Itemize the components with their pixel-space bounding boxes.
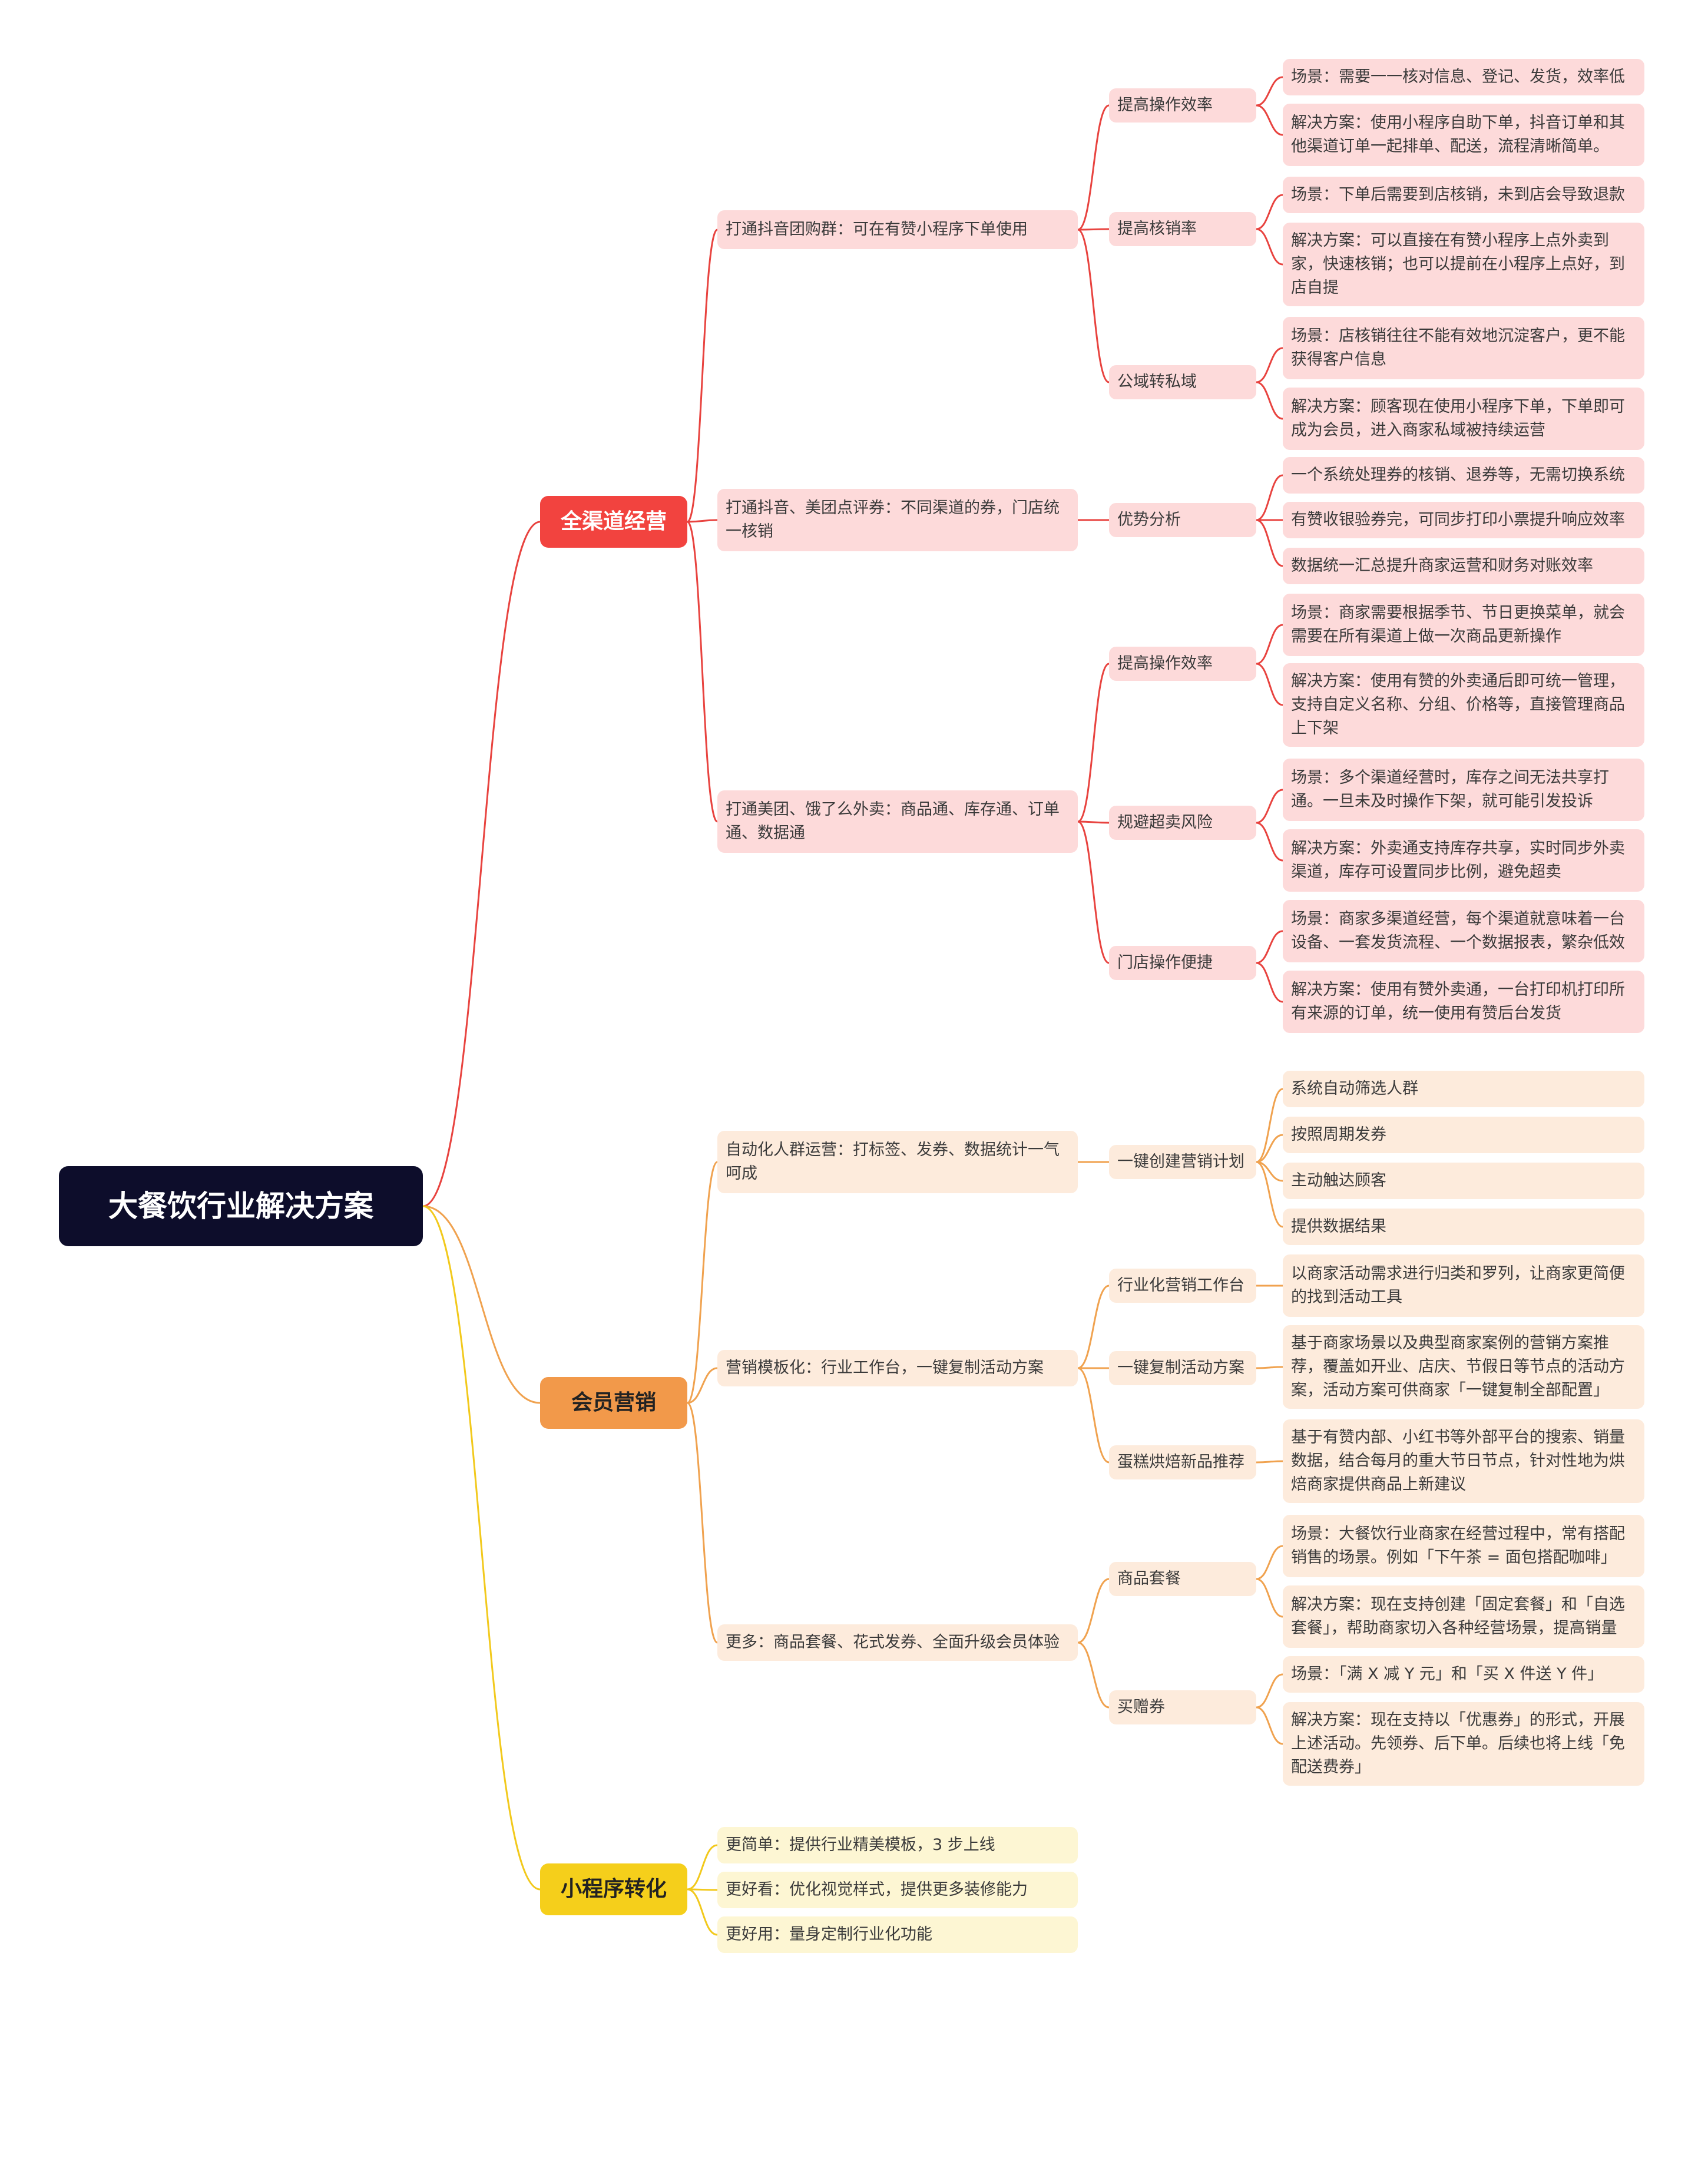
connector xyxy=(1077,104,1110,231)
item-easier: 更好用：量身定制行业化功能 xyxy=(717,1916,1078,1953)
sub-one-click-plan: 一键创建营销计划 xyxy=(1109,1145,1256,1179)
sub-efficiency-2: 提高操作效率 xyxy=(1109,647,1256,681)
connector xyxy=(1256,1545,1283,1580)
connector xyxy=(687,1402,718,1644)
item-takeaway: 打通美团、饿了么外卖：商品通、库存通、订单通、数据通 xyxy=(717,790,1078,853)
connector xyxy=(1256,1161,1283,1228)
leaf: 场景：店核销往往不能有效地沉淀客户，更不能获得客户信息 xyxy=(1283,317,1644,379)
leaf: 系统自动筛选人群 xyxy=(1283,1071,1644,1107)
connector xyxy=(1256,1706,1283,1745)
leaf: 基于商家场景以及典型商家案例的营销方案推荐，覆盖如开业、店庆、节假日等节点的活动… xyxy=(1283,1325,1644,1409)
connector xyxy=(1256,1673,1283,1709)
connector xyxy=(422,521,541,1207)
branch-miniprogram: 小程序转化 xyxy=(540,1863,687,1915)
sub-workbench: 行业化营销工作台 xyxy=(1109,1269,1256,1303)
leaf: 解决方案：顾客现在使用小程序下单，下单即可成为会员，进入商家私域被持续运营 xyxy=(1283,388,1644,450)
connector xyxy=(1256,1366,1283,1369)
sub-oversell: 规避超卖风险 xyxy=(1109,806,1256,840)
sub-bakery: 蛋糕烘焙新品推荐 xyxy=(1109,1445,1256,1479)
connector xyxy=(1256,663,1283,706)
leaf: 按照周期发券 xyxy=(1283,1117,1644,1153)
connector xyxy=(1256,624,1283,665)
sub-public-to-private: 公域转私域 xyxy=(1109,365,1256,399)
connector xyxy=(1256,1134,1283,1163)
connector xyxy=(422,1205,541,1891)
connector xyxy=(1256,962,1283,1003)
sub-efficiency: 提高操作效率 xyxy=(1109,88,1256,123)
connector xyxy=(1256,381,1283,420)
sub-advantage: 优势分析 xyxy=(1109,503,1256,537)
connector xyxy=(1256,930,1283,964)
item-coupons: 打通抖音、美团点评券：不同渠道的券，门店统一核销 xyxy=(717,489,1078,551)
leaf: 场景：大餐饮行业商家在经营过程中，常有搭配销售的场景。例如「下午茶 = 面包搭配… xyxy=(1283,1515,1644,1577)
connector xyxy=(687,1844,718,1891)
leaf: 以商家活动需求进行归类和罗列，让商家更简便的找到活动工具 xyxy=(1283,1254,1644,1317)
sub-combo: 商品套餐 xyxy=(1109,1562,1256,1596)
connector xyxy=(1077,1641,1110,1709)
connector xyxy=(1256,789,1283,824)
leaf: 场景：多个渠道经营时，库存之间无法共享打通。一旦未及时操作下架，就可能引发投诉 xyxy=(1283,759,1644,821)
leaf: 解决方案：使用小程序自助下单，抖音订单和其他渠道订单一起排单、配送，流程清晰简单… xyxy=(1283,104,1644,166)
connector xyxy=(1256,822,1283,862)
sub-gift-coupon: 买赠券 xyxy=(1109,1690,1256,1724)
leaf: 解决方案：使用有赞的外卖通后即可统一管理，支持自定义名称、分组、价格等，直接管理… xyxy=(1283,663,1644,747)
connector xyxy=(1077,228,1110,231)
leaf: 提供数据结果 xyxy=(1283,1209,1644,1245)
connector xyxy=(1077,663,1110,823)
leaf: 场景：下单后需要到店核销，未到店会导致退款 xyxy=(1283,177,1644,213)
leaf: 解决方案：现在支持创建「固定套餐」和「自选套餐」，帮助商家切入各种经营场景，提高… xyxy=(1283,1585,1644,1648)
connector xyxy=(1256,76,1283,107)
connector xyxy=(1256,474,1283,521)
connector xyxy=(686,229,719,523)
sub-redemption-rate: 提高核销率 xyxy=(1109,212,1256,246)
leaf: 解决方案：可以直接在有赞小程序上点外卖到家，快速核销；也可以提前在小程序上点好，… xyxy=(1283,223,1644,306)
leaf: 一个系统处理券的核销、退券等，无需切换系统 xyxy=(1283,457,1644,494)
leaf: 数据统一汇总提升商家运营和财务对账效率 xyxy=(1283,548,1644,584)
leaf: 场景：商家多渠道经营，每个渠道就意味着一台设备、一套发货流程、一个数据报表，繁杂… xyxy=(1283,900,1644,962)
root-node: 大餐饮行业解决方案 xyxy=(59,1166,423,1246)
connector xyxy=(1077,1285,1110,1369)
connector xyxy=(1077,820,1110,964)
item-more: 更多：商品套餐、花式发券、全面升级会员体验 xyxy=(717,1624,1078,1661)
item-templates: 营销模板化：行业工作台，一键复制活动方案 xyxy=(717,1350,1078,1386)
leaf: 场景：商家需要根据季节、节日更换菜单，就会需要在所有渠道上做一次商品更新操作 xyxy=(1283,594,1644,656)
leaf: 基于有赞内部、小红书等外部平台的搜索、销量数据，结合每月的重大节日节点，针对性地… xyxy=(1283,1419,1644,1503)
connector xyxy=(1077,1367,1110,1464)
connector xyxy=(1256,104,1283,136)
item-better-looking: 更好看：优化视觉样式，提供更多装修能力 xyxy=(717,1872,1078,1908)
connector xyxy=(1256,347,1283,383)
leaf: 解决方案：现在支持以「优惠券」的形式，开展上述活动。先领券、后下单。后续也将上线… xyxy=(1283,1702,1644,1786)
leaf: 场景：需要一一核对信息、登记、发货，效率低 xyxy=(1283,59,1644,95)
sub-copy-plan: 一键复制活动方案 xyxy=(1109,1351,1256,1385)
connector xyxy=(687,1367,718,1404)
item-automation: 自动化人群运营：打标签、发券、数据统计一气呵成 xyxy=(717,1131,1078,1193)
connector xyxy=(1256,1088,1283,1163)
leaf: 有赞收银验券完，可同步打印小票提升响应效率 xyxy=(1283,502,1644,538)
connector xyxy=(1256,1578,1283,1618)
leaf: 解决方案：外卖通支持库存共享，实时同步外卖渠道，库存可设置同步比例，避免超卖 xyxy=(1283,829,1644,892)
connector xyxy=(1077,229,1110,383)
connector xyxy=(422,1205,541,1404)
connector xyxy=(687,1888,718,1936)
connector xyxy=(1256,1460,1283,1464)
connector xyxy=(687,1161,718,1404)
branch-member-marketing: 会员营销 xyxy=(540,1377,687,1429)
connector xyxy=(1077,1578,1110,1644)
leaf: 主动触达顾客 xyxy=(1283,1163,1644,1199)
item-douyin-group: 打通抖音团购群：可在有赞小程序下单使用 xyxy=(717,210,1078,249)
leaf: 场景：「满 X 减 Y 元」和「买 X 件送 Y 件」 xyxy=(1283,1656,1644,1693)
connector xyxy=(687,1888,718,1891)
connector xyxy=(687,519,718,523)
connector xyxy=(1077,820,1110,824)
connector xyxy=(1256,519,1283,567)
leaf: 解决方案：使用有赞外卖通，一台打印机打印所有来源的订单，统一使用有赞后台发货 xyxy=(1283,971,1644,1033)
branch-omnichannel: 全渠道经营 xyxy=(540,496,687,548)
sub-store-ops: 门店操作便捷 xyxy=(1109,946,1256,980)
connector xyxy=(1256,194,1283,230)
connector xyxy=(686,521,719,823)
connector xyxy=(1256,228,1283,266)
item-simpler: 更简单：提供行业精美模板，3 步上线 xyxy=(717,1827,1078,1863)
